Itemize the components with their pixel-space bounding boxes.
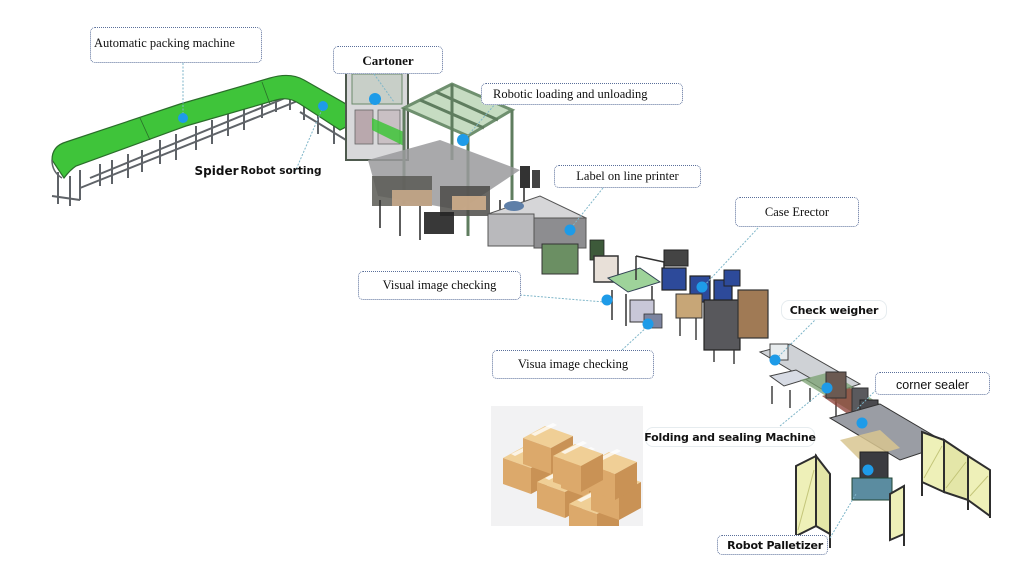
- marker-robotic-loading: [457, 134, 469, 146]
- label-text: Visual image checking: [382, 278, 497, 293]
- marker-corner-sealer: [856, 417, 868, 429]
- marker-spider-robot: [318, 101, 328, 111]
- label-corner-sealer: corner sealer: [875, 372, 990, 395]
- marker-robot-palletizer: [862, 464, 874, 476]
- label-text: Case Erector: [764, 204, 830, 219]
- cartoner-machine: [345, 67, 409, 161]
- marker-automatic-packing: [178, 113, 188, 123]
- label-text: Visua image checking: [517, 357, 629, 372]
- label-text: Robotic loading and unloading: [493, 86, 648, 101]
- callout-markers: [178, 93, 874, 476]
- cardboard-boxes-icon: [503, 423, 641, 540]
- label-folding-sealing-machine: Folding and sealing Machine: [644, 427, 816, 447]
- label-spider-robot-sorting: Spider Robot sorting: [194, 162, 322, 180]
- label-robotic-loading-unloading: Robotic loading and unloading: [481, 83, 683, 105]
- marker-check-weigher: [769, 354, 781, 366]
- label-visual-image-checking-2: Visua image checking: [492, 350, 654, 379]
- case-erector-machine: [661, 249, 769, 364]
- label-robot-palletizer: Robot Palletizer: [717, 535, 828, 555]
- label-text-part1: Spider: [194, 164, 239, 178]
- visual-inspection-section: [593, 255, 665, 329]
- robot-palletizer-cell: [795, 403, 991, 548]
- label-text: Automatic packing machine: [94, 36, 235, 50]
- marker-case-erector: [696, 281, 708, 293]
- marker-cartoner: [369, 93, 381, 105]
- label-label-on-line-printer: Label on line printer: [554, 165, 701, 188]
- label-text: Cartoner: [362, 52, 414, 68]
- marker-label-printer: [564, 224, 576, 236]
- label-text: Robot Palletizer: [727, 538, 823, 552]
- marker-folding-sealing: [821, 382, 833, 394]
- label-text: Folding and sealing Machine: [644, 430, 816, 444]
- label-printer-unit: [486, 195, 605, 275]
- conveyor-support-frame: [51, 88, 347, 206]
- label-case-erector: Case Erector: [735, 197, 859, 227]
- label-text: corner sealer: [896, 377, 969, 392]
- marker-visual-check-2: [642, 318, 654, 330]
- label-automatic-packing-machine: Automatic packing machine: [90, 27, 262, 63]
- label-cartoner: Cartoner: [333, 46, 443, 74]
- lower-assembly-machines: [368, 140, 540, 240]
- label-visual-image-checking-1: Visual image checking: [358, 271, 521, 300]
- label-text: Check weigher: [789, 303, 879, 317]
- marker-visual-check-1: [601, 294, 613, 306]
- infeed-conveyor: [51, 74, 357, 206]
- stacked-boxes-image: [491, 406, 643, 540]
- label-check-weigher: Check weigher: [781, 300, 887, 320]
- safety-fence: [795, 430, 991, 548]
- label-text: Label on line printer: [576, 169, 679, 184]
- label-text-part2: Robot sorting: [240, 164, 322, 177]
